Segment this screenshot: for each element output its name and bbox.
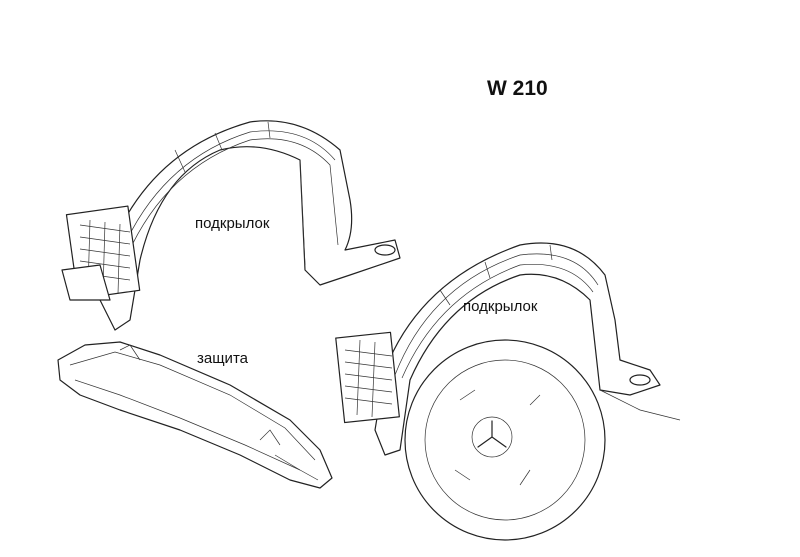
left-fender-liner-label: подкрылок xyxy=(195,215,270,232)
right-fender-liner-label: подкрылок xyxy=(463,298,538,315)
shield-label: защита xyxy=(197,350,248,367)
underbody-shield xyxy=(57,341,333,489)
right-fender-liner xyxy=(335,242,681,541)
left-fender-liner xyxy=(61,120,401,331)
model-title: W 210 xyxy=(487,77,548,100)
